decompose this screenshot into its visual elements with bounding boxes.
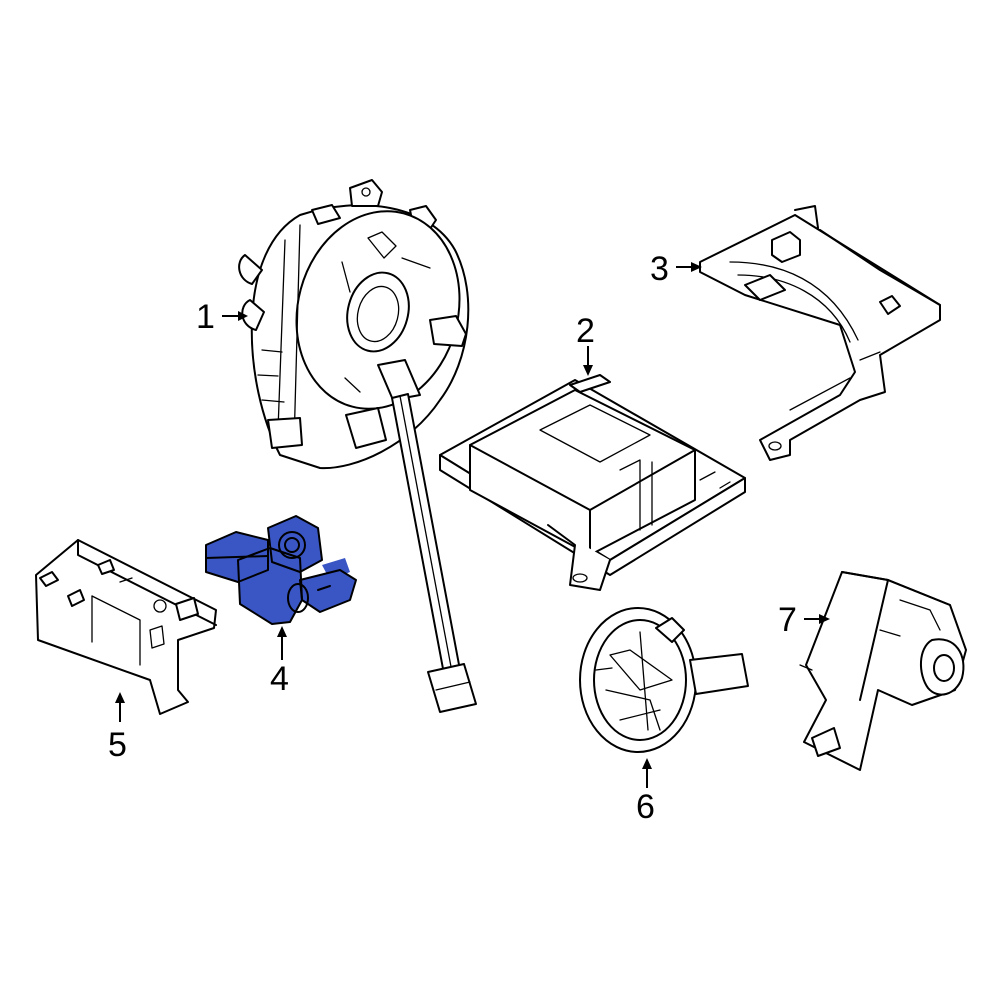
callout-number-2: 2 xyxy=(576,312,595,350)
callout-leader-3 xyxy=(676,262,702,272)
callout-leader-2 xyxy=(583,346,593,376)
callout-number-1: 1 xyxy=(196,298,215,336)
callout-number-5: 5 xyxy=(108,726,127,764)
callout-number-3: 3 xyxy=(650,250,669,288)
part-5-bracket-plate[interactable] xyxy=(35,539,217,715)
callout-leader-7 xyxy=(804,614,830,624)
part-3-bracket[interactable] xyxy=(699,205,941,461)
callout-number-7: 7 xyxy=(778,601,797,639)
part-2-control-module[interactable] xyxy=(439,374,746,591)
callout-leader-1 xyxy=(222,311,248,321)
callout-leader-6 xyxy=(642,758,652,788)
part-4-sensor[interactable] xyxy=(205,515,357,625)
part-6-contact-ring[interactable] xyxy=(579,607,749,753)
part-7-impact-sensor[interactable] xyxy=(799,571,967,771)
callout-number-4: 4 xyxy=(270,660,289,698)
callout-leader-5 xyxy=(115,692,125,722)
callout-number-6: 6 xyxy=(636,788,655,826)
part-1-clock-spring[interactable] xyxy=(238,179,481,713)
callout-leader-4 xyxy=(277,626,287,660)
